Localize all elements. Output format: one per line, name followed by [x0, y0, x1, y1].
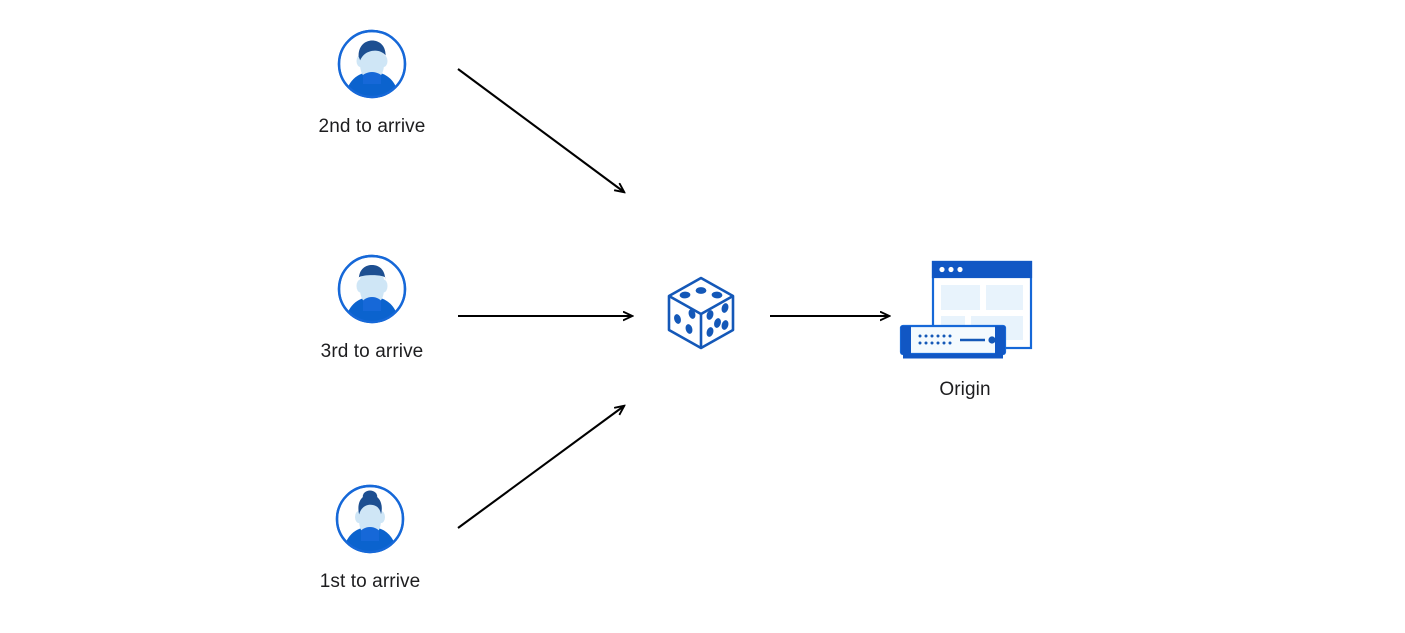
arrow-1st-to-dice [457, 406, 624, 529]
user-avatar-icon [334, 483, 406, 555]
user-avatar-icon [336, 253, 408, 325]
arrow-2nd-to-dice [457, 68, 624, 192]
node-label-client-3rd: 3rd to arrive [320, 341, 424, 362]
dice-icon [658, 270, 744, 356]
node-origin[interactable]: Origin [896, 258, 1034, 402]
node-label-client-2nd: 2nd to arrive [318, 116, 426, 137]
node-label-origin: Origin [939, 379, 991, 400]
user-avatar-icon [336, 28, 408, 100]
node-client-2nd[interactable]: 2nd to arrive [300, 28, 444, 139]
node-client-1st[interactable]: 1st to arrive [298, 483, 442, 594]
node-client-3rd[interactable]: 3rd to arrive [300, 253, 444, 364]
origin-server-icon [897, 258, 1033, 362]
node-load-balancer[interactable] [655, 270, 747, 356]
node-label-client-1st: 1st to arrive [319, 571, 421, 592]
server-appliance-icon [899, 324, 1007, 359]
